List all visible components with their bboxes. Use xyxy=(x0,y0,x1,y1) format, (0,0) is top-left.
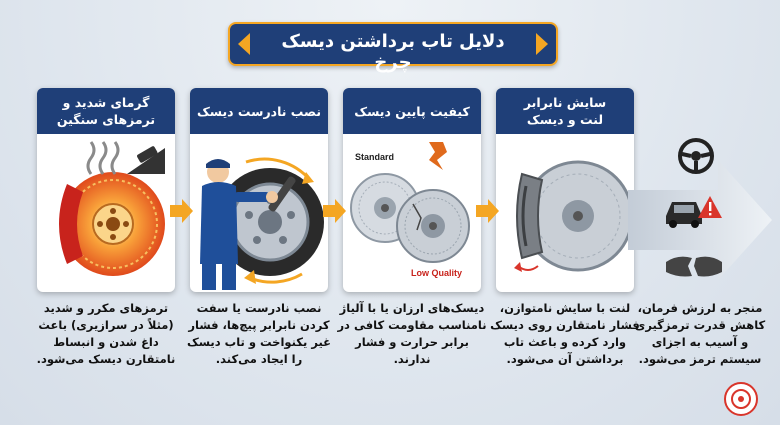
card-heat: گرمای شدید و ترمزهای سنگین xyxy=(37,88,175,292)
card-installation: نصب نادرست دیسک xyxy=(190,88,328,292)
worn-pad-disc-icon xyxy=(514,160,634,272)
car-downhill-icon xyxy=(127,146,165,174)
brand-logo-icon xyxy=(724,382,758,416)
arrow-right-icon xyxy=(476,199,499,223)
mechanic-figure xyxy=(200,159,278,290)
steering-wheel-icon xyxy=(678,138,714,174)
card-quality: کیفیت پایین دیسک Standard Low Quality xyxy=(343,88,481,292)
card-wear: سایش نابرابر لنت و دیسک xyxy=(496,88,634,292)
description-wear: لنت با سایش نامتوازن، فشار نامتقارن روی … xyxy=(490,301,640,366)
description-heat: ترمزهای مکرر و شدید (مثلاً در سرازیری) ب… xyxy=(36,301,176,366)
page-title: دلایل تاب برداشتن دیسک چرخ xyxy=(281,31,505,73)
card-heading: نصب نادرست دیسک xyxy=(190,88,328,134)
broken-brake-pad-icon xyxy=(666,256,722,277)
label-standard: Standard xyxy=(355,152,394,162)
description-installation: نصب نادرست یا سفت کردن نابرابر پیچ‌ها، ف… xyxy=(186,301,332,366)
label-low-quality: Low Quality xyxy=(411,268,462,278)
hot-brake-disc-icon xyxy=(59,141,165,276)
description-result: منجر به لرزش فرمان، کاهش قدرت ترمزگیری و… xyxy=(634,301,766,366)
arrow-right-icon xyxy=(170,199,193,223)
mechanic-tire-icon xyxy=(200,157,324,290)
chevron-left-icon xyxy=(238,33,250,55)
card-heading: کیفیت پایین دیسک xyxy=(343,88,481,134)
arrow-right-icon xyxy=(323,199,346,223)
card-heading: گرمای شدید و ترمزهای سنگین xyxy=(37,88,175,134)
cracked-shield-icon xyxy=(429,142,447,170)
disc-comparison-icon: Standard Low Quality xyxy=(350,142,470,278)
title-banner: دلایل تاب برداشتن دیسک چرخ xyxy=(228,22,558,73)
chevron-right-icon xyxy=(536,33,548,55)
description-quality: دیسک‌های ارزان یا با آلیاژ نامناسب مقاوم… xyxy=(337,301,487,366)
car-warning-icon xyxy=(666,196,722,228)
card-heading: سایش نابرابر لنت و دیسک xyxy=(496,88,634,134)
